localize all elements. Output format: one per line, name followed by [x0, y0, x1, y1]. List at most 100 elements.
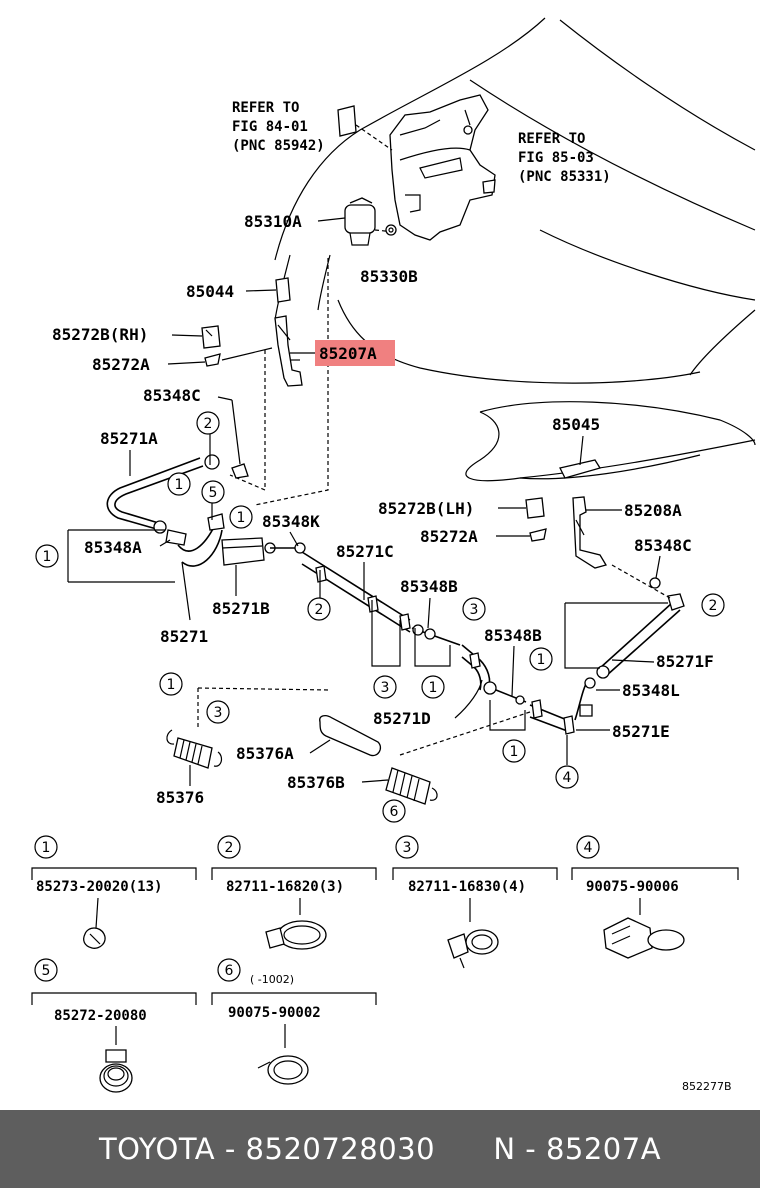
label-85271C: 85271C	[336, 542, 394, 561]
svg-text:4: 4	[584, 840, 593, 856]
hose-85271C	[301, 551, 411, 633]
svg-text:REFER TO: REFER TO	[518, 131, 585, 147]
part-labels: 85310A 85330B 85044 85272B(RH) 85272A 85…	[52, 212, 714, 807]
joint-85348B-2	[495, 689, 527, 705]
label-85348B-1: 85348B	[400, 577, 458, 596]
washer-nozzle-85207A	[274, 315, 303, 387]
clip-icon-4	[603, 898, 685, 959]
boot-85376A	[319, 715, 382, 757]
label-85272A-lh: 85272A	[420, 527, 478, 546]
label-85348K: 85348K	[262, 512, 320, 531]
boot-85376	[166, 729, 223, 769]
label-85348C-rh: 85348C	[143, 386, 201, 405]
svg-text:(PNC 85331): (PNC 85331)	[518, 169, 611, 185]
footer-part-info: TOYOTA - 8520728030 N - 85207A	[98, 1132, 662, 1166]
boot-85376B	[385, 767, 438, 805]
hose-85271A	[106, 454, 220, 534]
clip-85272B-rh	[201, 325, 221, 349]
legend-part-5: 85272-20080	[54, 1008, 147, 1024]
label-85271E: 85271E	[612, 722, 670, 741]
legend-part-3: 82711-16830(4)	[408, 879, 526, 895]
label-85208A: 85208A	[624, 501, 682, 520]
washer-pump	[344, 197, 396, 246]
clamp-icon-2	[265, 898, 327, 950]
check-valve-85348C-lh	[611, 564, 671, 599]
svg-text:6: 6	[225, 963, 234, 979]
label-85330B: 85330B	[360, 267, 418, 286]
label-85376B: 85376B	[287, 773, 345, 792]
label-85348C-lh: 85348C	[634, 536, 692, 555]
label-85310A: 85310A	[244, 212, 302, 231]
svg-text:1: 1	[167, 677, 176, 693]
legend-part-4: 90075-90006	[586, 879, 679, 895]
clip-icon-5	[99, 1026, 133, 1093]
hose-85271E	[529, 699, 575, 735]
figure-code: 852277B	[682, 1080, 732, 1093]
highlight-85207A	[315, 340, 395, 366]
label-85348B-2: 85348B	[484, 626, 542, 645]
callout-circles: 2 1 5 1 1 2 3 2 1 3 1 1 3 1 4 6	[35, 411, 725, 823]
reference-note-1: REFER TO FIG 84-01 (PNC 85942)	[232, 100, 325, 154]
hose-85271D	[461, 644, 497, 695]
svg-text:1: 1	[537, 652, 546, 668]
label-85376A: 85376A	[236, 744, 294, 763]
label-85271A: 85271A	[100, 429, 158, 448]
legend-note-6: ( -1002)	[250, 973, 294, 986]
legend: 1 85273-20020(13) 2 82711-16820(3) 3 827…	[31, 835, 739, 1093]
svg-text:1: 1	[175, 477, 184, 493]
legend-part-2: 82711-16820(3)	[226, 879, 344, 895]
label-85348L: 85348L	[622, 681, 680, 700]
svg-text:3: 3	[381, 680, 390, 696]
hose-85271B	[221, 537, 276, 566]
reference-note-2: REFER TO FIG 85-03 (PNC 85331)	[518, 131, 611, 185]
washer-hose-clip-ref	[337, 105, 393, 151]
vehicle-body-outline	[274, 17, 756, 482]
label-85271F: 85271F	[656, 652, 714, 671]
label-85271: 85271	[160, 627, 208, 646]
svg-text:(PNC 85942): (PNC 85942)	[232, 138, 325, 154]
label-85376: 85376	[156, 788, 204, 807]
svg-text:REFER TO: REFER TO	[232, 100, 299, 116]
legend-part-1: 85273-20020(13)	[36, 879, 162, 895]
clamp-icon-6	[257, 1024, 309, 1085]
clip-icon-1	[83, 897, 106, 949]
label-85272B-rh: 85272B(RH)	[52, 325, 148, 344]
svg-text:2: 2	[315, 602, 324, 618]
footer-bar: TOYOTA - 8520728030 N - 85207A	[0, 1110, 760, 1188]
washer-nozzle-85208A	[572, 496, 607, 569]
svg-text:5: 5	[42, 963, 51, 979]
svg-text:1: 1	[42, 840, 51, 856]
clamp-icon-3	[447, 898, 499, 969]
seal-85044	[275, 277, 291, 303]
callout-brackets	[67, 430, 668, 765]
check-valve-85348C-rh	[231, 399, 249, 479]
joint-85348A	[165, 529, 187, 546]
svg-text:1: 1	[510, 744, 519, 760]
clip-85272A-lh	[529, 528, 547, 542]
svg-text:2: 2	[204, 416, 213, 432]
svg-text:3: 3	[403, 840, 412, 856]
label-85271D: 85271D	[373, 709, 431, 728]
svg-text:2: 2	[709, 598, 718, 614]
label-85044: 85044	[186, 282, 234, 301]
svg-text:FIG 84-01: FIG 84-01	[232, 119, 308, 135]
svg-text:4: 4	[563, 770, 572, 786]
svg-text:3: 3	[470, 602, 479, 618]
label-85207A: 85207A	[319, 344, 377, 363]
svg-text:6: 6	[390, 804, 399, 820]
label-85045: 85045	[552, 415, 600, 434]
svg-text:3: 3	[214, 705, 223, 721]
clip-85272B-lh	[525, 497, 545, 519]
joint-85348L	[574, 677, 596, 721]
label-85271B: 85271B	[212, 599, 270, 618]
joint-85348B-1	[411, 624, 461, 646]
label-85272A-rh: 85272A	[92, 355, 150, 374]
svg-text:2: 2	[225, 840, 234, 856]
clip-85272A-rh	[204, 347, 273, 367]
hose-85271F	[596, 593, 685, 679]
svg-text:5: 5	[209, 485, 218, 501]
parts-diagram: 2 1 5 1 1 2 3 2 1 3 1 1 3 1 4 6 REFER TO…	[31, 17, 756, 1093]
svg-text:1: 1	[43, 549, 52, 565]
label-85348A: 85348A	[84, 538, 142, 557]
svg-text:FIG 85-03: FIG 85-03	[518, 150, 594, 166]
